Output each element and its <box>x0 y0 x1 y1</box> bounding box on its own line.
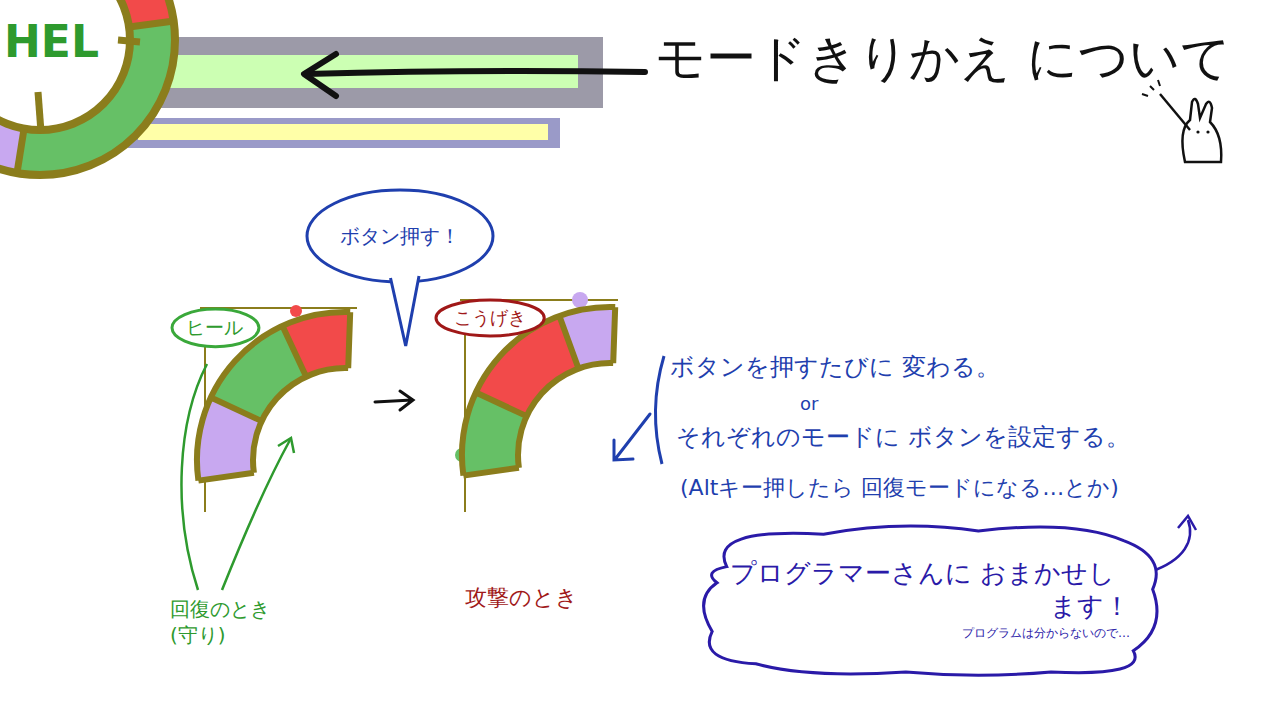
bracket-arrow <box>614 414 650 460</box>
pointer-line <box>222 440 290 590</box>
wheel-dot <box>572 292 588 308</box>
mode-label-ellipse: ヒール <box>170 307 261 349</box>
ring-outline <box>0 0 130 130</box>
cloud-shape <box>704 526 1157 675</box>
mp-bar-frame <box>128 118 560 148</box>
bubble-shape <box>307 190 493 282</box>
ellipse-shape <box>172 309 259 347</box>
title-arrow <box>306 71 645 74</box>
switch-arrow <box>375 391 413 410</box>
ring-divider <box>17 129 24 173</box>
bracket <box>655 356 664 464</box>
ring-outline <box>0 0 175 175</box>
node-text: こうげき <box>454 307 526 330</box>
cloud-callout: プログラマーさんに おまかせします！ プログラムは分からないので… <box>688 518 1172 680</box>
wheel-red <box>501 342 569 404</box>
pointer-line <box>181 364 207 590</box>
mode-caption: 攻撃のとき <box>465 584 578 613</box>
wheel-purple <box>569 335 614 342</box>
note-text: ボタンを押すたびに 変わる。 <box>670 352 1000 383</box>
node-text: HEL <box>4 14 99 69</box>
note-text: (Altキー押したら 回復モードになる…とか) <box>680 474 1119 503</box>
node-text: プログラマーさんに おまかせします！ <box>730 557 1130 622</box>
node-text: ヒール <box>186 316 243 340</box>
ring-divider <box>129 21 174 27</box>
ring-label: HEL <box>4 14 99 69</box>
page-title: モードきりかえ について <box>655 26 1231 91</box>
speech-bubble: ボタン押す！ <box>305 188 495 284</box>
note-text: or <box>800 392 818 415</box>
mode-caption: 回復のとき (守り) <box>170 596 282 648</box>
mp-bar-fill <box>138 124 548 140</box>
rabbit-eye <box>1206 130 1209 133</box>
rabbit-eye <box>1196 130 1199 133</box>
mode-label-ellipse: こうげき <box>434 298 546 338</box>
arrow-head <box>278 438 294 453</box>
ellipse-shape <box>436 300 544 336</box>
node-text: プログラムは分からないので… <box>730 626 1130 641</box>
wheel-red <box>294 340 349 351</box>
note-text: それぞれのモードに ボタンを設定する。 <box>676 422 1130 453</box>
ring-center <box>0 0 128 128</box>
arrow-head <box>1178 516 1196 530</box>
wheel-purple <box>225 409 236 476</box>
wheel-dot <box>290 305 302 317</box>
node-text: ボタン押す！ <box>340 224 460 249</box>
leader-line <box>1150 520 1190 572</box>
wheel-green <box>490 404 501 471</box>
bubble-tail <box>391 276 420 346</box>
arrow-head <box>304 54 336 96</box>
ring-marker <box>118 40 140 42</box>
bubble-tail <box>391 276 420 346</box>
rabbit-brush <box>1160 94 1190 130</box>
ring-marker <box>38 92 41 132</box>
wheel-green <box>236 351 294 409</box>
rabbit-figure <box>1182 99 1221 162</box>
